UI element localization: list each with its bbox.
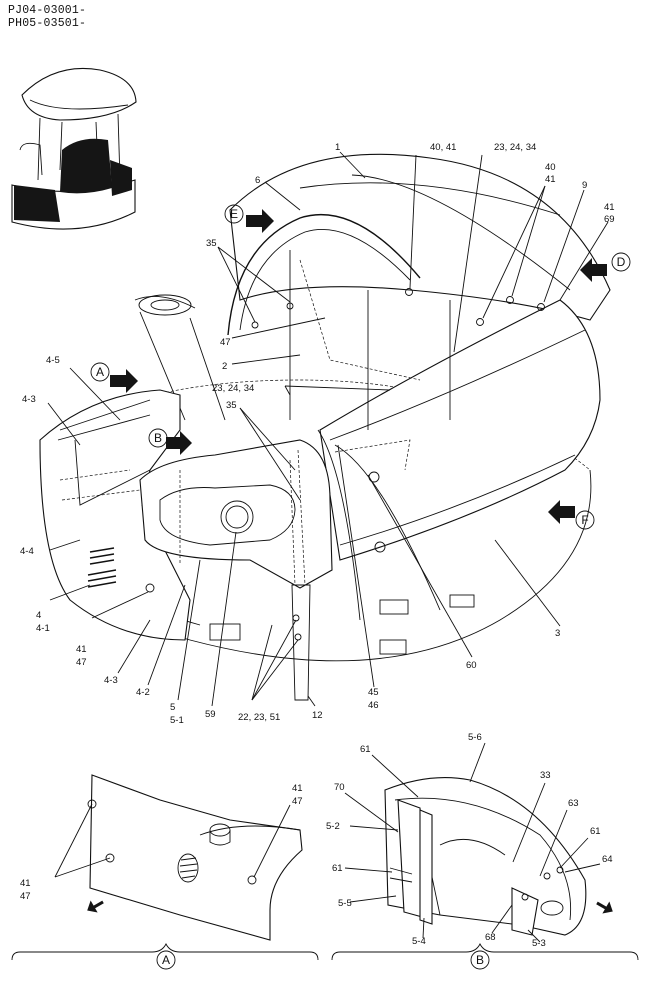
detail-b-63: 63: [568, 798, 579, 809]
callout-4: 4: [36, 610, 41, 621]
detail-b: B 5-6 61 70 5-2 33 63 61 64 61 5-5 5-4 6…: [326, 732, 639, 970]
grille: [87, 547, 117, 588]
detail-b-61-left: 61: [332, 863, 343, 874]
view-marker-d: D: [611, 252, 631, 272]
callout-6: 6: [255, 175, 260, 186]
callout-40-41: 40, 41: [430, 142, 456, 153]
view-marker-f-label: F: [581, 513, 588, 527]
view-arrows: [110, 209, 607, 524]
view-marker-a-label: A: [96, 365, 104, 379]
detail-b-5-3: 5-3: [532, 938, 546, 949]
view-marker-e-label: E: [230, 207, 238, 221]
callout-35-top: 35: [206, 238, 217, 249]
callout-1: 1: [335, 142, 340, 153]
callout-47-a: 47: [76, 657, 87, 668]
callout-9: 9: [582, 180, 587, 191]
callout-23-24-34-top: 23, 24, 34: [494, 142, 536, 153]
callout-41-a: 41: [76, 644, 87, 655]
callout-47: 47: [220, 337, 231, 348]
detail-b-5-6: 5-6: [468, 732, 482, 743]
callout-4-4: 4-4: [20, 546, 34, 557]
leader-lines: [47, 151, 609, 707]
detail-a-47-left: 47: [20, 891, 31, 902]
detail-b-64: 64: [602, 854, 613, 865]
detail-b-5-2: 5-2: [326, 821, 340, 832]
callout-69: 69: [604, 214, 615, 225]
callout-41: 41: [545, 174, 556, 185]
callout-12: 12: [312, 710, 323, 721]
callout-60: 60: [466, 660, 477, 671]
detail-b-61-right: 61: [590, 826, 601, 837]
detail-b-5-4: 5-4: [412, 936, 426, 947]
callout-4-3: 4-3: [22, 394, 36, 405]
detail-b-70: 70: [334, 782, 345, 793]
detail-a-41-left: 41: [20, 878, 31, 889]
callout-41b: 41: [604, 202, 615, 213]
detail-a-label: A: [162, 953, 170, 967]
model-code-1: PJ04-03001-: [8, 4, 87, 17]
callout-40: 40: [545, 162, 556, 173]
detail-a: A 41 47 41 47: [11, 774, 319, 970]
callout-5-1: 5-1: [170, 715, 184, 726]
callout-4-5: 4-5: [46, 355, 60, 366]
callout-4-3b: 4-3: [104, 675, 118, 686]
view-marker-d-label: D: [617, 255, 626, 269]
detail-a-41-top: 41: [292, 783, 303, 794]
view-marker-e: E: [224, 204, 244, 224]
view-marker-b-label: B: [154, 431, 162, 445]
callout-22-23-51: 22, 23, 51: [238, 712, 280, 723]
view-marker-a: A: [90, 362, 110, 382]
callout-59: 59: [205, 709, 216, 720]
main-assembly: [39, 153, 611, 701]
callouts-main: 1 6 40, 41 23, 24, 34 40 41 9 41 69 35 4…: [20, 142, 615, 726]
view-marker-b: B: [148, 428, 168, 448]
callout-3: 3: [555, 628, 560, 639]
detail-b-label: B: [476, 953, 484, 967]
detail-b-5-5: 5-5: [338, 898, 352, 909]
model-code-2: PH05-03501-: [8, 17, 87, 30]
callout-4-2: 4-2: [136, 687, 150, 698]
callout-4-1: 4-1: [36, 623, 50, 634]
callout-5: 5: [170, 702, 175, 713]
machine-thumbnail: [11, 67, 137, 230]
detail-a-47-top: 47: [292, 796, 303, 807]
callout-46: 46: [368, 700, 379, 711]
callout-2: 2: [222, 361, 227, 372]
detail-b-68: 68: [485, 932, 496, 943]
callout-45: 45: [368, 687, 379, 698]
callout-23-24-34-mid: 23, 24, 34: [212, 383, 254, 394]
detail-b-61-top: 61: [360, 744, 371, 755]
callout-35-mid: 35: [226, 400, 237, 411]
detail-b-33: 33: [540, 770, 551, 781]
view-marker-f: F: [575, 510, 595, 530]
